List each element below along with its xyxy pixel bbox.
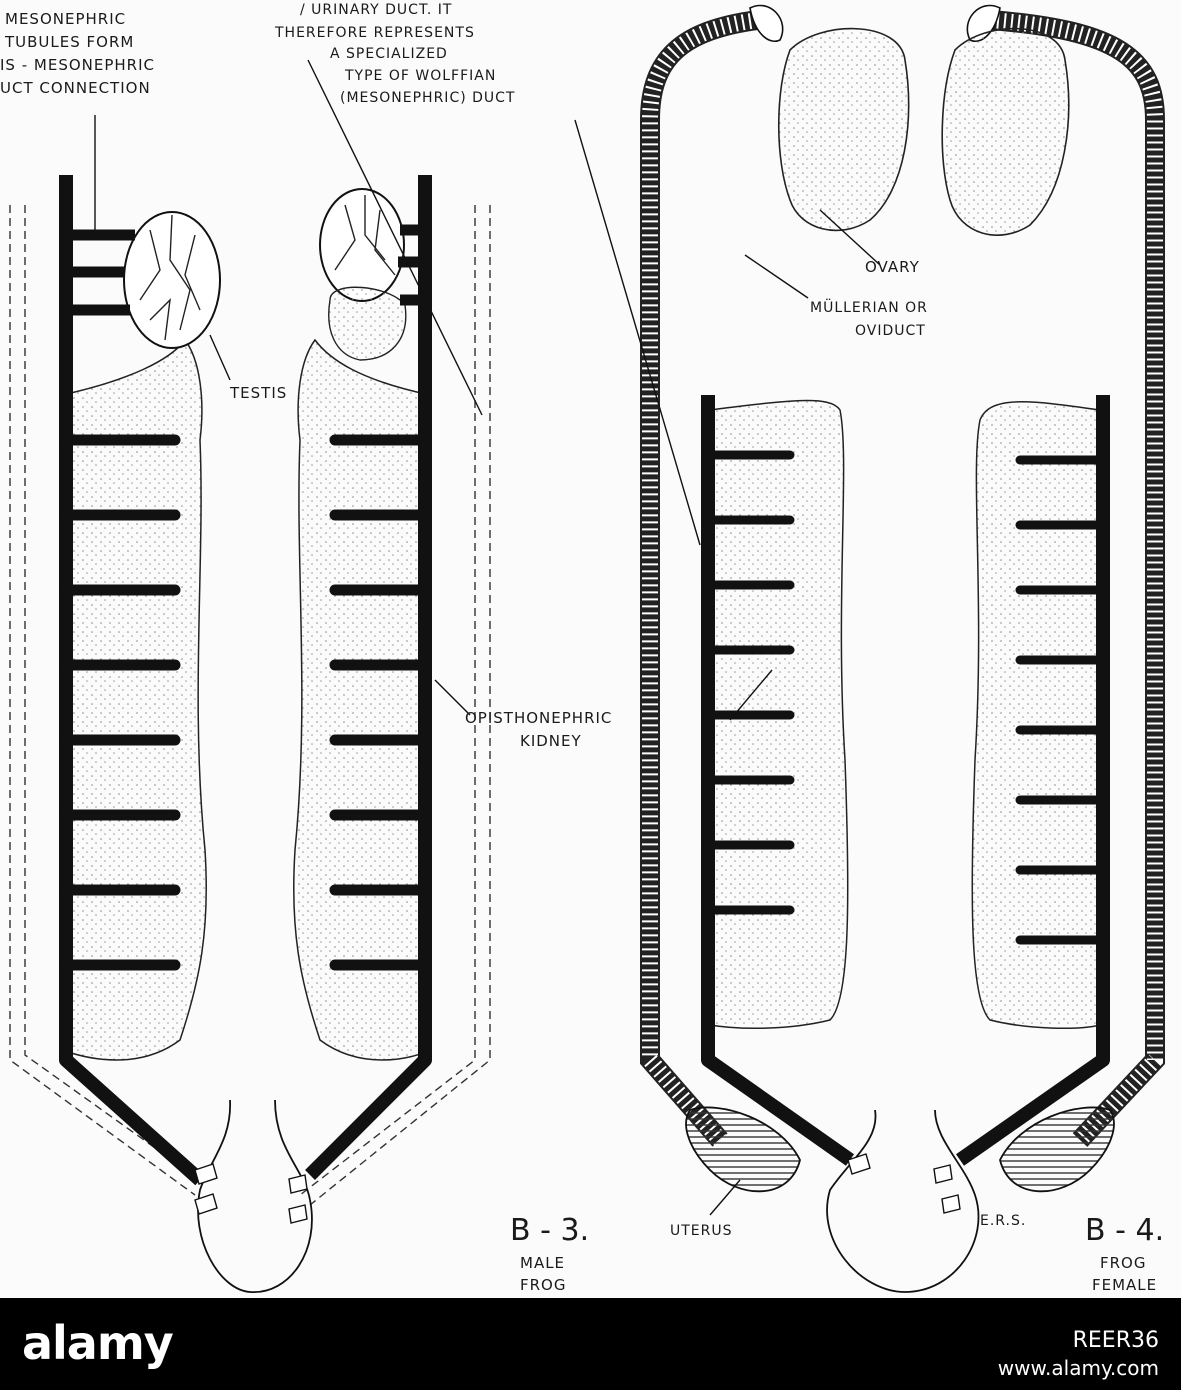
urinary-label-line2: THEREFORE REPRESENTS (274, 25, 475, 41)
male-left-wolffian-duct (59, 175, 205, 1186)
female-right-uterus (999, 1106, 1115, 1193)
mesonephric-label-line1: MESONEPHRIC (5, 10, 126, 28)
mesonephric-label-line2: TUBULES FORM (4, 33, 134, 51)
opisthonephric-label-line1: OPISTHONEPHRIC (465, 709, 612, 727)
urinary-label-line4: TYPE OF WOLFFIAN (344, 68, 496, 84)
female-right-ovary (941, 27, 1070, 236)
female-left-uterus (685, 1106, 801, 1193)
female-right-kidney-tubules (1015, 455, 1108, 945)
male-cloaca-openings (194, 1163, 308, 1224)
stock-image-id: REER36 (1072, 1328, 1159, 1353)
male-right-kidney-tubules (329, 434, 431, 971)
male-left-testis (123, 211, 221, 349)
male-left-kidney-tubules (60, 434, 181, 971)
leader-lines (94, 59, 881, 1216)
female-left-oviduct (640, 10, 760, 1147)
male-figure-caption-line2: FROG (520, 1276, 566, 1294)
urinary-label-line1: / URINARY DUCT. IT (300, 2, 452, 18)
mesonephric-label-line3: IS - MESONEPHRIC (0, 56, 155, 74)
male-right-testis-lobules (334, 195, 396, 276)
female-cloaca-openings (847, 1153, 961, 1214)
opisthonephric-label-line2: KIDNEY (520, 732, 582, 750)
male-figure-number: B - 3. (510, 1213, 589, 1248)
female-figure-caption-line2: FEMALE (1092, 1276, 1157, 1294)
female-figure-number: B - 4. (1085, 1213, 1164, 1248)
female-frog-diagram (640, 4, 1165, 1293)
male-cloaca (197, 1099, 313, 1293)
female-figure-caption-line1: FROG (1100, 1254, 1146, 1272)
initials-label: E.R.S. (980, 1213, 1026, 1229)
watermark-bar: alamy REER36 www.alamy.com (0, 1298, 1181, 1390)
stock-url: www.alamy.com (997, 1356, 1159, 1380)
female-left-ovary (778, 27, 910, 232)
urinary-label-line3: A SPECIALIZED (330, 46, 448, 62)
female-right-oviduct-rings (989, 12, 1163, 1146)
male-frog-diagram (9, 175, 491, 1293)
urinary-label-line5: (MESONEPHRIC) DUCT (340, 90, 515, 106)
stock-logo: alamy (22, 1316, 174, 1370)
mullerian-label-line2: OVIDUCT (855, 323, 926, 339)
male-right-wolffian-duct (305, 175, 432, 1180)
male-left-testis-tubules (66, 229, 135, 316)
mesonephric-label-line4: UCT CONNECTION (0, 79, 151, 97)
mullerian-label-line1: MÜLLERIAN OR (810, 298, 928, 316)
female-left-ostium (749, 4, 784, 42)
male-figure-caption-line1: MALE (520, 1254, 565, 1272)
female-right-wolffian-duct (955, 395, 1110, 1166)
testis-label: TESTIS (229, 384, 287, 402)
male-right-testis-tubules (398, 224, 425, 306)
male-right-testis (319, 188, 405, 302)
female-cloaca (826, 1109, 980, 1293)
male-right-testis-stippled-base (328, 286, 407, 361)
female-right-kidney (971, 401, 1101, 1029)
ovary-label: OVARY (865, 258, 920, 276)
male-left-kidney (61, 338, 207, 1061)
female-left-wolffian-duct (701, 395, 855, 1166)
male-left-testis-lobules (139, 214, 201, 341)
female-left-kidney-tubules (703, 450, 795, 915)
uterus-label: UTERUS (670, 1223, 733, 1239)
frog-urogenital-diagram: MESONEPHRIC TUBULES FORM IS - MESONEPHRI… (0, 2, 1165, 1294)
male-dashed-outline (9, 205, 491, 1206)
annotation-labels: MESONEPHRIC TUBULES FORM IS - MESONEPHRI… (0, 2, 1164, 1294)
male-right-kidney (293, 338, 431, 1061)
